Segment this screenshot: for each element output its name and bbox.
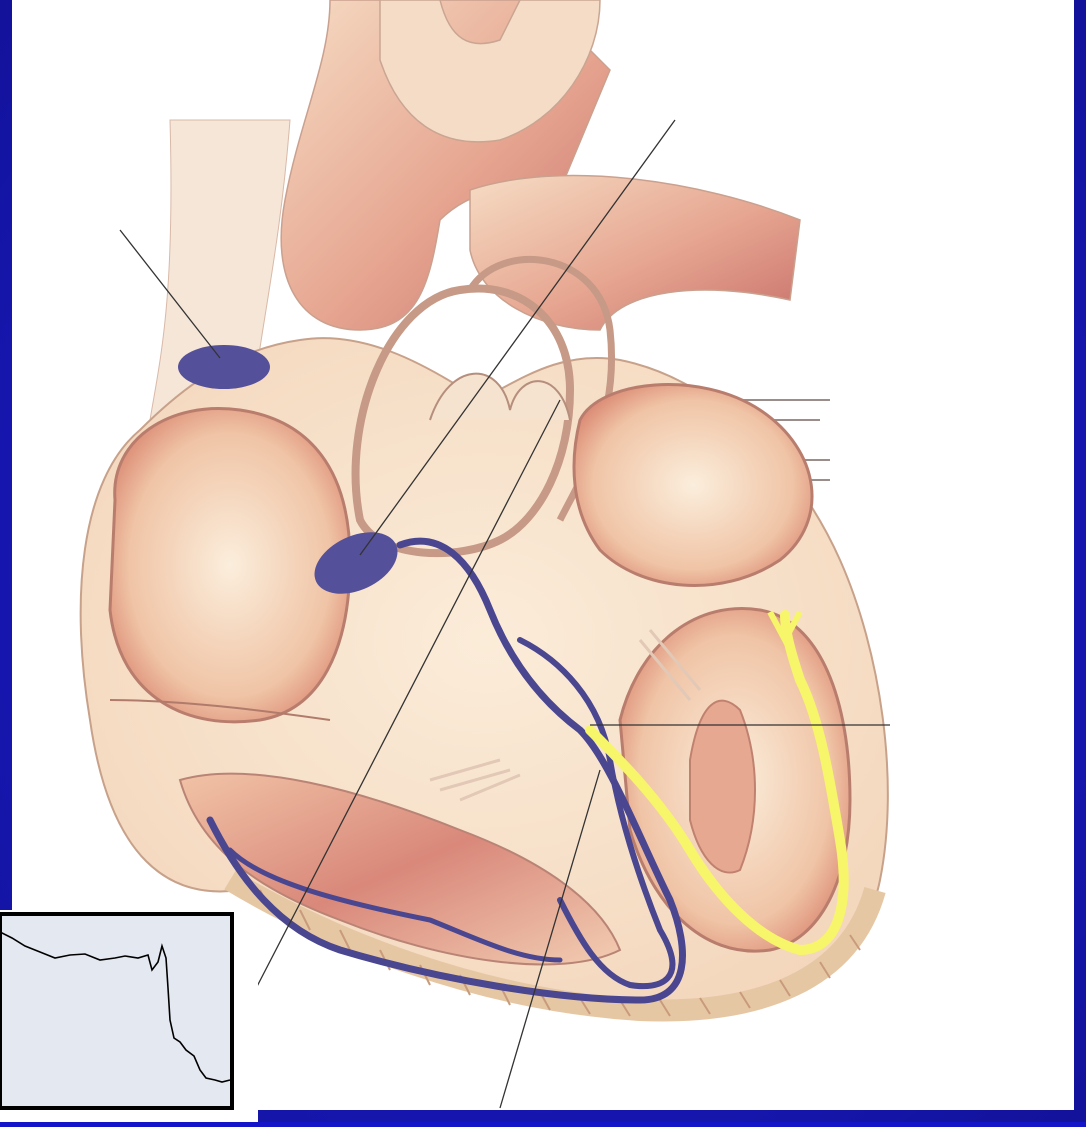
left-atrium [574, 385, 812, 586]
inset-panel [0, 910, 258, 1122]
action-potential-trace [0, 910, 258, 1122]
sa-node [178, 345, 270, 389]
right-atrium [110, 408, 350, 721]
pulmonary-artery [470, 176, 800, 330]
